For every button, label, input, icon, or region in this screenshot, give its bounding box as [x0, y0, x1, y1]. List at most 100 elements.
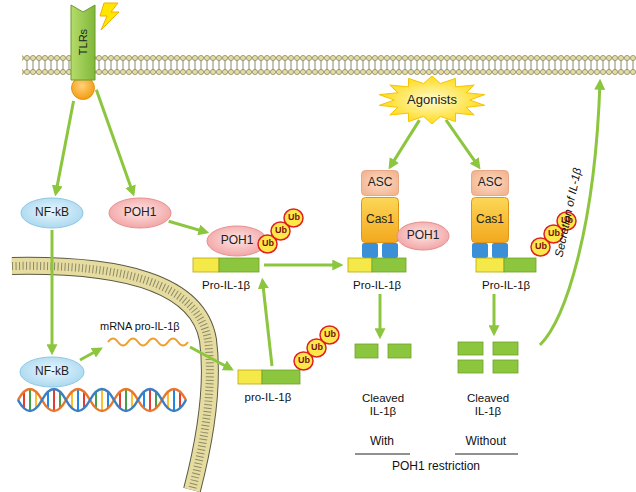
node-text: Ub	[535, 242, 547, 252]
flow-arrow	[190, 347, 231, 369]
prodomain-bar	[348, 258, 372, 272]
agonist-starburst: Agonists	[377, 75, 487, 125]
node-text: Ub	[275, 226, 287, 236]
caspase-box: Cas1	[471, 197, 509, 243]
cleaved-block	[355, 344, 378, 358]
dna-rung	[149, 389, 151, 411]
flow-arrow	[169, 221, 206, 232]
condition-label: Without	[466, 435, 507, 449]
mrna-wave	[108, 339, 188, 346]
nuclear-membrane	[12, 266, 210, 490]
flow-arrow	[263, 281, 273, 366]
dna-rung	[119, 392, 121, 408]
node-text: NF-kB	[35, 206, 69, 219]
flow-arrow	[493, 294, 496, 333]
dna-rung	[23, 392, 25, 408]
secretion-label: Secretion of IL-1β	[552, 166, 584, 258]
transcription-factor-oval	[20, 357, 84, 387]
dna-rung	[125, 389, 127, 411]
dna-strand	[18, 389, 186, 411]
flow-arrow	[51, 230, 54, 352]
node-text: POH1	[407, 229, 440, 242]
dna-rung	[167, 392, 169, 408]
node-text: Ub	[262, 239, 274, 249]
agonist-starburst	[379, 76, 484, 124]
dna-rung	[95, 392, 97, 408]
mrna-label: mRNA pro-IL-1β	[100, 320, 180, 333]
dna-rung	[107, 392, 109, 408]
nuclear-membrane	[12, 266, 210, 490]
ubiquitin-circle: Ub	[283, 208, 304, 228]
caspase-subunit	[492, 243, 508, 258]
caspase-subunit	[382, 243, 398, 258]
dna-rung	[29, 389, 31, 411]
receptor-box	[71, 5, 95, 80]
protein-label: pro-IL-1β	[245, 391, 292, 404]
dna-rung	[101, 389, 103, 411]
adaptor-box: ASC	[361, 170, 399, 196]
node-text: TLRs	[77, 29, 89, 55]
node-text: ASC	[368, 176, 393, 189]
dna-rung	[71, 392, 73, 408]
dna-rung	[143, 392, 145, 408]
flow-arrow	[96, 90, 133, 194]
dna-rung	[179, 392, 181, 408]
dna-rung	[47, 392, 49, 408]
flow-arrow	[80, 349, 100, 360]
flow-arrows	[80, 82, 600, 369]
dna-rung	[59, 392, 61, 408]
transcription-factor-oval	[21, 198, 83, 228]
prodomain-bar	[238, 370, 262, 384]
node-text: Ub	[311, 343, 323, 353]
node-text: NF-kB	[35, 365, 69, 378]
condition-label: With	[370, 435, 394, 449]
receptor-box: TLRs	[70, 4, 96, 100]
enzyme-oval: POH1	[396, 221, 450, 251]
dna-rung	[77, 389, 79, 411]
adaptor-box: ASC	[471, 170, 509, 196]
node-text: Ub	[298, 356, 310, 366]
dna-rung	[83, 392, 85, 408]
prodomain-bar	[476, 258, 504, 272]
flow-arrow	[264, 264, 340, 267]
node-text: ASC	[478, 176, 503, 189]
protein-label: Pro-IL-1β	[482, 279, 530, 292]
cleaved-block	[388, 344, 411, 358]
underline	[355, 454, 410, 455]
enzyme-oval	[397, 222, 449, 250]
enzyme-oval: POH1	[108, 197, 172, 229]
dna-rung	[131, 392, 133, 408]
transcription-factor-oval: NF-kB	[19, 356, 85, 388]
cleaved-block	[493, 360, 518, 373]
node-text: POH1	[221, 234, 254, 247]
flow-arrow	[446, 120, 479, 167]
node-text: Ub	[324, 330, 336, 340]
il1b-domain-bar	[504, 258, 536, 272]
product-label: Cleaved IL-1β	[459, 392, 517, 418]
node-text: Agonists	[407, 93, 457, 107]
protein-label: Pro-IL-1β	[353, 279, 401, 292]
lightning-bolt	[100, 3, 119, 30]
plasma-membrane	[22, 55, 636, 75]
caspase-box	[472, 198, 509, 243]
adaptor-box	[472, 171, 509, 196]
protein-label: Pro-IL-1β	[202, 279, 250, 292]
flow-arrow	[390, 120, 419, 167]
condition-caption: POH1 restriction	[392, 460, 480, 474]
caspase-box	[362, 198, 399, 243]
cleaved-block	[458, 342, 483, 355]
dna-rung	[35, 392, 37, 408]
underline	[455, 454, 518, 455]
enzyme-oval	[207, 226, 267, 256]
dna-helix	[18, 389, 186, 411]
dna-strand	[18, 389, 186, 411]
cleaved-block	[493, 342, 518, 355]
nuclear-membrane	[12, 266, 210, 490]
ubiquitin-circle	[320, 326, 339, 344]
prodomain-bar	[193, 258, 219, 272]
il1b-domain-bar	[219, 258, 259, 272]
caspase-box: Cas1	[361, 197, 399, 243]
secretion-arrow	[540, 82, 600, 345]
node-text: Cas1	[366, 213, 394, 226]
enzyme-oval	[109, 198, 171, 228]
